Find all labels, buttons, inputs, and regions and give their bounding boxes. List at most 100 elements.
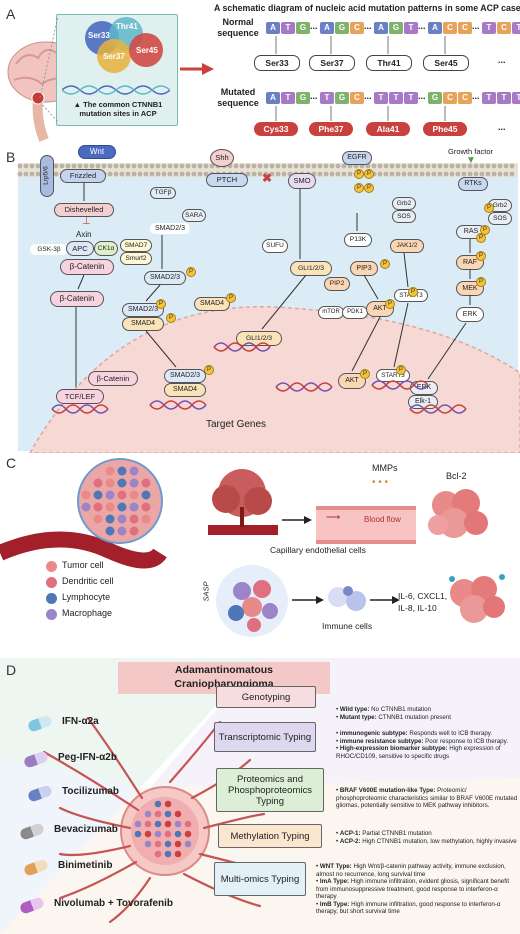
membrane-lipid (17, 163, 23, 169)
membrane-lipid (419, 163, 425, 169)
dishevelled-inhibit: ⊥ (82, 216, 91, 227)
membrane-lipid (155, 163, 161, 169)
normal-nucleotide: T (512, 22, 520, 34)
membrane-lipid (35, 163, 41, 169)
normal-codon: Ser33 (254, 55, 300, 71)
tumor-cell-dot (129, 502, 139, 512)
panel-b: B Wnt Lrp5/6 Frizzled Dishevelled ⊥ Axin… (0, 143, 520, 453)
membrane-lipid (461, 163, 467, 169)
drug-name: Peg-IFN-α2b (58, 752, 117, 763)
tumor-cell-dot (134, 820, 142, 828)
phospho-marker: P (476, 277, 486, 287)
drug-name: Binimetinib (58, 860, 113, 871)
wnt-ligand: Wnt (78, 145, 116, 159)
tumor-cell-dot (164, 820, 172, 828)
membrane-lipid (335, 163, 341, 169)
tumor-cell-dot (129, 478, 139, 488)
mutated-nucleotide: T (404, 92, 418, 104)
normal-nucleotide: A (266, 22, 280, 34)
cytokines-line-2: IL-8, IL-10 (398, 603, 437, 613)
smad23-d: SMAD2/3 (164, 369, 206, 383)
tumor-cell-dot (174, 810, 182, 818)
mutated-codon: Ala41 (366, 122, 410, 136)
membrane-lipid (89, 163, 95, 169)
normal-codon-ellipsis: ... (498, 55, 506, 65)
typing-box: Transcriptomic Typing (214, 722, 316, 752)
tumor-cell-dot (144, 830, 152, 838)
nuclear-dna (51, 183, 471, 414)
panel-a-letter: A (6, 6, 16, 22)
phospho-marker: P (380, 259, 390, 269)
desc-genotyping-2: • Mutant type: CTNNB1 mutation present (336, 713, 451, 721)
membrane-lipid (29, 163, 35, 169)
membrane-lipid (449, 171, 455, 177)
capillary (316, 506, 416, 544)
membrane-lipid (305, 163, 311, 169)
panel-c-letter: C (6, 455, 17, 471)
tumor-cell-dot (154, 830, 162, 838)
mutated-nucleotide: G (428, 92, 442, 104)
membrane-lipid (59, 163, 65, 169)
membrane-lipid (479, 163, 485, 169)
membrane-lipid (467, 171, 473, 177)
membrane-lipid (371, 163, 377, 169)
tumor-cell-dot (81, 490, 91, 500)
mutated-nucleotide: T (320, 92, 334, 104)
normal-ellipsis: ... (472, 21, 480, 31)
membrane-lipid (467, 163, 473, 169)
membrane-lipid (479, 171, 485, 177)
mutated-nucleotide: T (374, 92, 388, 104)
membrane-lipid (299, 163, 305, 169)
legend-label: Macrophage (62, 608, 113, 618)
membrane-lipid (497, 171, 503, 177)
membrane-lipid (431, 171, 437, 177)
drug-name: IFN-α2a (62, 716, 99, 727)
tumor-cluster-c1 (428, 489, 488, 538)
membrane-lipid (107, 163, 113, 169)
desc-multiomics: • WNT Type: High Wnt/β-catenin pathway a… (316, 863, 518, 916)
membrane-lipid (131, 171, 137, 177)
tumor-cell-dot (164, 810, 172, 818)
mutated-nucleotide: T (497, 92, 511, 104)
tumor-cell-dot (174, 820, 182, 828)
tumor-cell-dot (93, 490, 103, 500)
egfr-receptor: EGFR (342, 151, 372, 165)
mutated-codon: Phe37 (309, 122, 353, 136)
membrane-lipid (347, 171, 353, 177)
venn-ser45: Ser45 (136, 46, 158, 55)
desc-multiomics-1: • WNT Type: High Wnt/β-catenin pathway a… (316, 863, 506, 878)
membrane-lipid (455, 171, 461, 177)
red-arrow (180, 63, 214, 75)
frizzled-receptor: Frizzled (60, 169, 106, 183)
normal-codon: Ser37 (309, 55, 355, 71)
tumor-center (120, 786, 210, 876)
membrane-lipid (407, 171, 413, 177)
mmps-dots: • • • (372, 477, 389, 488)
membrane-lipid (335, 171, 341, 177)
legend-label: Tumor cell (62, 560, 104, 570)
tumor-cell-dot (81, 502, 91, 512)
growth-factor-arrow: ▼ (466, 155, 476, 166)
tumor-cell-dot (117, 490, 127, 500)
membrane-lipid (257, 171, 263, 177)
tumor-cell-dot (154, 800, 162, 808)
membrane-lipid (149, 163, 155, 169)
gsk3b: GSK-3β (30, 244, 68, 255)
legend-swatch (46, 609, 57, 620)
tumor-cell-dot (164, 830, 172, 838)
tcf-lef: TCF/LEF (56, 389, 104, 404)
mutated-nucleotide: T (281, 92, 295, 104)
phospho-marker: P (385, 299, 395, 309)
tumor-cell-dot (129, 490, 139, 500)
smad4-b: SMAD4 (122, 317, 164, 331)
membrane-lipid (263, 163, 269, 169)
sufu: SUFU (262, 239, 288, 253)
membrane-lipid (509, 171, 515, 177)
membrane-lipid (377, 171, 383, 177)
tumor-cell-dot (93, 502, 103, 512)
codon-connectors (275, 36, 446, 121)
membrane-lipid (269, 171, 275, 177)
blood-flow-label: Blood flow (364, 515, 401, 524)
typing-box: Genotyping (216, 686, 316, 708)
